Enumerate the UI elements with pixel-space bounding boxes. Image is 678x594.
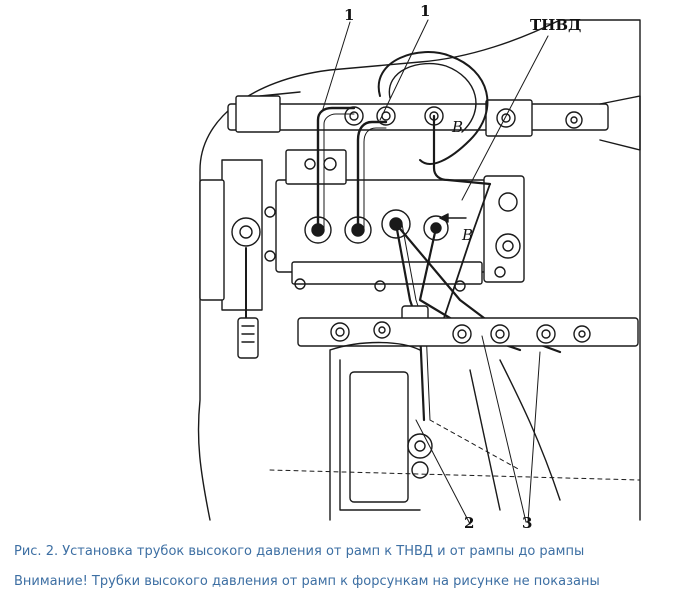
pump-right-flange — [483, 175, 525, 283]
figure-caption: Рис. 2. Установка трубок высокого давлен… — [14, 544, 585, 559]
engine-outline — [197, 19, 641, 521]
pump-drive-housing — [199, 159, 276, 359]
callout-tnvd: ТНВД — [530, 16, 581, 34]
hp-tube-1-right — [356, 120, 388, 232]
loop-pipe — [377, 51, 489, 165]
mark-b-upper: В — [451, 118, 463, 136]
leader-1-right — [379, 19, 429, 121]
leader-3a — [481, 335, 527, 523]
leader-2 — [415, 419, 471, 525]
hp-tube-upper-b — [432, 114, 492, 186]
leader-1-left — [321, 21, 351, 113]
warning-note: Внимание! Трубки высокого давления от ра… — [14, 574, 600, 589]
callout-2: 2 — [464, 514, 474, 530]
callout-3: 3 — [522, 514, 532, 530]
callout-1-left: 1 — [344, 6, 354, 24]
leader-3b — [527, 351, 541, 523]
fuel-pump-body — [275, 149, 487, 292]
callout-1-right: 1 — [420, 2, 430, 20]
engine-lower-block — [329, 341, 421, 521]
leader-tnvd — [461, 35, 549, 201]
mark-b-arrow: В — [461, 226, 473, 244]
hidden-lines — [269, 419, 641, 481]
technical-drawing: 1 1 ТНВД 2 3 В В — [197, 2, 641, 530]
hp-tube-3c — [439, 183, 491, 331]
lower-rail — [297, 317, 639, 347]
